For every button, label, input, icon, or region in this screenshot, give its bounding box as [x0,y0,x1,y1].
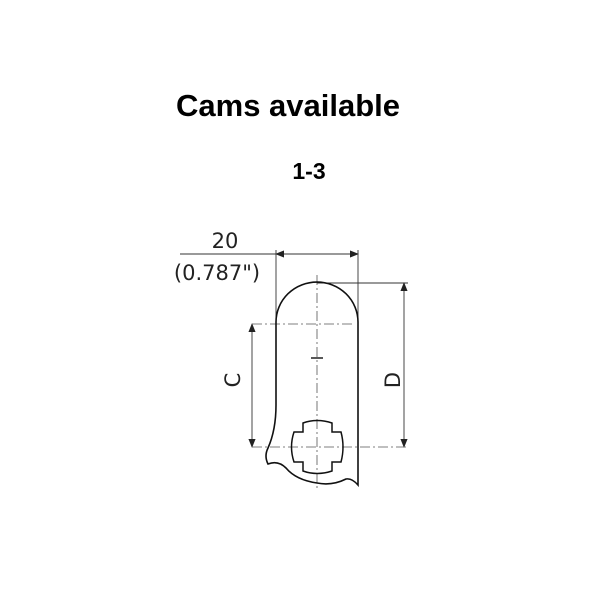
d-dimension-label: D [381,372,405,388]
width-inch-label: (0.787") [174,261,260,285]
width-mm-label: 20 [212,229,239,253]
page-title: Cams available [176,88,401,123]
cam-outline [265,281,359,488]
c-dimension-label: C [221,373,245,388]
cam-range: 1-3 [292,158,326,184]
key-hole [290,419,344,475]
